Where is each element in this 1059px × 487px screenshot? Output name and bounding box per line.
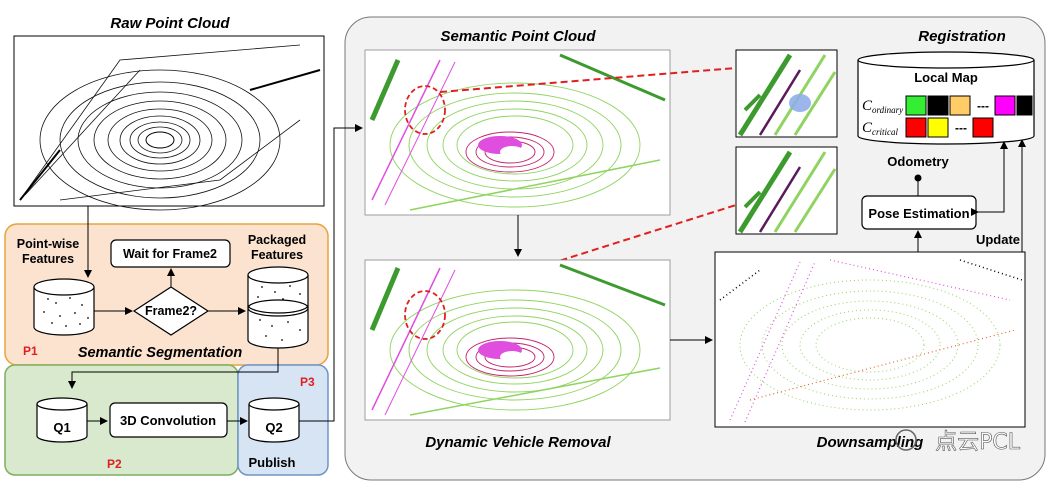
wait-label: Wait for Frame2 xyxy=(123,247,217,261)
conv-label: 3D Convolution xyxy=(120,413,216,428)
pointwise-label-line2: Features xyxy=(22,252,74,266)
c-ordinary-symbol: Cordinary xyxy=(862,98,903,115)
frame2-decision: Frame2? xyxy=(132,286,210,336)
update-label: Update xyxy=(976,232,1020,247)
pointwise-label-line1: Point-wise xyxy=(17,237,80,251)
ordinary-cell-black xyxy=(927,95,949,116)
odometry-label: Odometry xyxy=(887,154,949,169)
semantic-point-cloud-image xyxy=(364,49,671,216)
zoom-inset-before xyxy=(735,49,838,138)
dynamic-vehicle-removal-image xyxy=(364,259,671,421)
arrow-q2-to-semantic xyxy=(299,124,363,422)
dynamic-vehicle-removal-title: Dynamic Vehicle Removal xyxy=(425,434,611,451)
watermark-logo-icon xyxy=(895,429,917,451)
downsampling-image xyxy=(714,251,1026,428)
registration-title: Registration xyxy=(918,28,1006,45)
downsampling-title: Downsampling xyxy=(817,434,924,451)
arrow-packaged-to-q1 xyxy=(68,348,279,389)
critical-ellipsis: --- xyxy=(955,121,967,135)
zoom-leader-top xyxy=(439,67,737,93)
odometry-output-icon xyxy=(914,174,922,196)
ordinary-cell-orange xyxy=(949,95,971,116)
pose-estimation-label: Pose Estimation xyxy=(868,206,969,221)
p3-tag: P3 xyxy=(300,375,315,389)
critical-cell-yellow xyxy=(927,117,949,138)
ordinary-cell-magenta xyxy=(994,95,1016,116)
p1-tag: P1 xyxy=(23,344,38,358)
packaged-label-line2: Features xyxy=(251,248,303,262)
ordinary-cell-black-end xyxy=(1016,95,1033,116)
raw-point-cloud-title: Raw Point Cloud xyxy=(110,15,230,32)
local-map-cylinder: Local Map Cordinary --- Ccritical --- xyxy=(857,51,1035,145)
q1-label: Q1 xyxy=(53,420,70,435)
semantic-segmentation-title: Semantic Segmentation xyxy=(78,345,243,361)
raw-point-cloud-image xyxy=(13,35,325,211)
pointwise-features-cylinder xyxy=(33,278,95,336)
c-critical-symbol: Ccritical xyxy=(862,120,899,137)
watermark-text: 点云PCL xyxy=(935,430,1021,455)
q2-cylinder: Q2 xyxy=(248,397,300,443)
arrow-pose-localmap xyxy=(971,141,1008,216)
decision-label: Frame2? xyxy=(145,304,197,318)
publish-label: Publish xyxy=(249,455,296,470)
ordinary-ellipsis: --- xyxy=(977,99,989,113)
semantic-point-cloud-title: Semantic Point Cloud xyxy=(440,28,596,45)
ordinary-cell-green xyxy=(905,95,927,116)
wait-for-frame2-box: Wait for Frame2 xyxy=(110,239,231,268)
packaged-label-line1: Packaged xyxy=(248,233,306,247)
pose-estimation-box: Pose Estimation xyxy=(861,195,977,230)
local-map-label: Local Map xyxy=(914,70,978,85)
zoom-inset-after xyxy=(735,146,838,235)
3d-convolution-box: 3D Convolution xyxy=(109,402,228,438)
critical-cell-red xyxy=(905,117,927,138)
q2-label: Q2 xyxy=(265,420,282,435)
q1-cylinder: Q1 xyxy=(36,397,88,443)
p2-tag: P2 xyxy=(107,457,122,471)
critical-cell-red-end xyxy=(972,117,994,138)
packaged-features-cylinder xyxy=(247,266,309,349)
